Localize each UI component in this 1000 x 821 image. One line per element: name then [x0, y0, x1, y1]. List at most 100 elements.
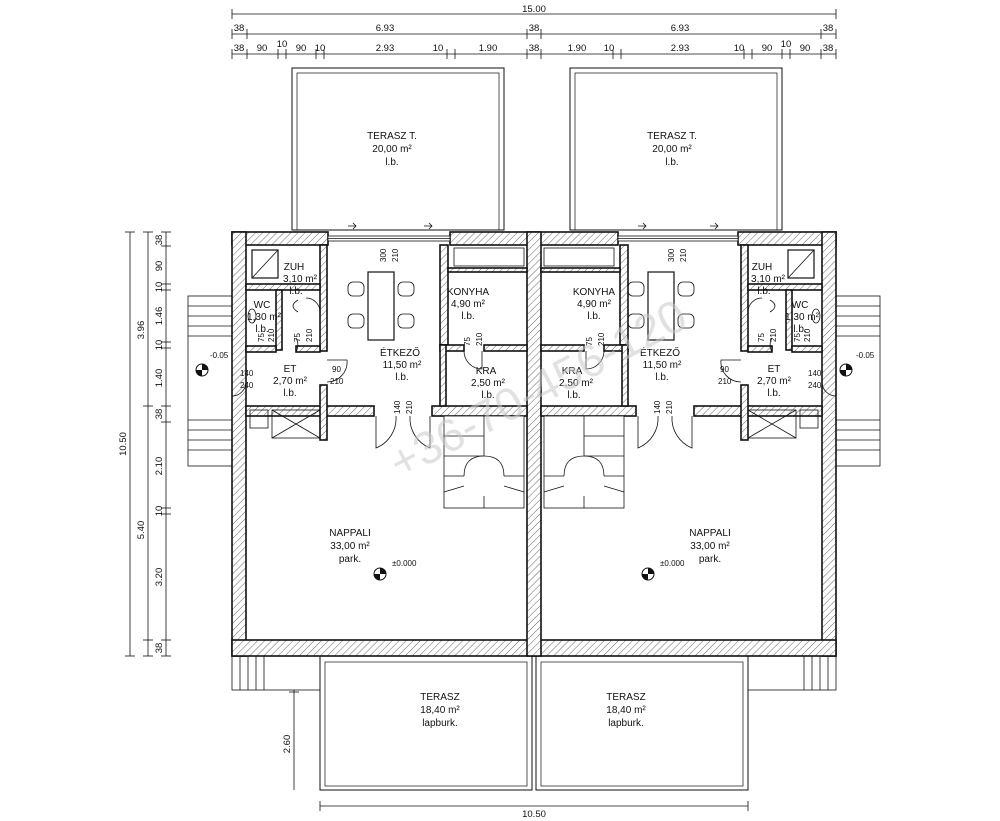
terrace-bottom-right	[535, 655, 837, 791]
room-floor: park.	[699, 554, 721, 565]
room-floor: l.b.	[757, 286, 770, 297]
dim-top-detail-15: 10	[781, 39, 792, 50]
room-name: KRA	[476, 366, 497, 377]
room-area: 1,30 m²	[785, 312, 820, 323]
room-name: NAPPALI	[329, 528, 371, 539]
room-terasz-top-right: TERASZ T. 20,00 m² l.b.	[647, 131, 697, 168]
dim-top-detail-9: 38	[529, 43, 540, 54]
room-nappali-left: NAPPALI 33,00 m² park.	[329, 528, 371, 565]
entry-steps-right	[835, 295, 881, 467]
interior-walls-right	[540, 244, 823, 441]
dim-bottom-total: 10.50	[522, 809, 546, 820]
opening-living-left-w: 140	[393, 400, 402, 414]
opening-wc-right-w: 75	[793, 333, 802, 342]
room-name: KRA	[562, 366, 583, 377]
dim-left-detail-2: 90	[154, 261, 165, 272]
room-kra-right: KRA 2,50 m² l.b.	[559, 366, 594, 401]
dim-left-detail-11: 38	[154, 643, 165, 654]
room-name: WC	[792, 300, 809, 311]
level-marker-entry-left: -0.05	[195, 351, 229, 377]
level-living-right: ±0.000	[660, 559, 685, 568]
room-floor: l.b.	[385, 157, 398, 168]
dim-left-detail-1: 38	[154, 235, 165, 246]
kitchen-counter-right	[543, 247, 615, 267]
dim-left-mid-1: 3.96	[136, 321, 147, 340]
opening-entry-right-h: 210	[718, 377, 732, 386]
opening-zuh-left-w: 75	[293, 333, 302, 342]
opening-kra-right-h: 210	[597, 332, 606, 346]
room-floor: lapburk.	[608, 718, 644, 729]
room-floor: l.b.	[793, 324, 806, 335]
room-kra-left: KRA 2,50 m² l.b.	[471, 366, 506, 401]
level-entry-right: -0.05	[856, 351, 875, 360]
room-etkezo-right: ÉTKEZŐ 11,50 m² l.b.	[640, 345, 682, 383]
opening-wc-right-h: 210	[803, 328, 812, 342]
dim-left-detail-5: 10	[154, 340, 165, 351]
dim-top-detail-17: 38	[823, 43, 834, 54]
room-area: 33,00 m²	[330, 541, 370, 552]
room-area: 2,50 m²	[559, 378, 594, 389]
wc-fixture-left	[247, 308, 257, 324]
room-konyha-right: KONYHA 4,90 m² l.b.	[573, 287, 616, 322]
opening-terrace-right-h: 210	[679, 248, 688, 262]
room-name: NAPPALI	[689, 528, 731, 539]
room-floor: l.b.	[767, 388, 780, 399]
dim-top-detail-12: 2.93	[671, 43, 690, 54]
dim-top-detail-6: 2.93	[376, 43, 395, 54]
dim-left-total: 10.50	[118, 432, 129, 456]
opening-wc-left-h: 210	[267, 328, 276, 342]
terrace-top-right	[569, 67, 783, 231]
opening-kra-right-w: 75	[585, 337, 594, 346]
room-area: 18,40 m²	[420, 705, 460, 716]
room-terasz-top-left: TERASZ T. 20,00 m² l.b.	[367, 131, 417, 168]
dim-top-detail-4: 90	[296, 43, 307, 54]
room-floor: l.b.	[255, 324, 268, 335]
room-area: 4,90 m²	[451, 299, 486, 310]
dim-top-detail-2: 90	[257, 43, 268, 54]
dim-top-detail-11: 10	[604, 43, 615, 54]
kitchen-counter-left	[453, 247, 525, 267]
room-terasz-bottom-right: TERASZ 18,40 m² lapburk.	[606, 692, 646, 729]
dim-left-detail-9: 10	[154, 506, 165, 517]
opening-window-right-w: 140	[808, 369, 822, 378]
opening-zuh-right-w: 75	[757, 333, 766, 342]
room-konyha-left: KONYHA 4,90 m² l.b.	[447, 287, 490, 322]
dim-left-detail-10: 3.20	[154, 568, 165, 587]
exterior-walls	[231, 231, 837, 657]
room-area: 11,50 m²	[383, 360, 422, 371]
dim-top-mid-1: 38	[234, 23, 245, 34]
room-area: 4,90 m²	[577, 299, 612, 310]
room-name: ET	[768, 364, 781, 375]
staircase-right	[543, 415, 625, 509]
room-area: 11,50 m²	[643, 360, 682, 371]
room-area: 3,10 m²	[283, 274, 318, 285]
staircase-left	[443, 415, 525, 509]
room-name: TERASZ T.	[647, 131, 697, 142]
dim-top-mid-4: 6.93	[671, 23, 690, 34]
opening-kra-left-w: 75	[463, 337, 472, 346]
entry-steps-left	[187, 295, 233, 467]
level-marker-living-left: ±0.000	[373, 559, 417, 581]
entry-cabinet-right	[747, 409, 819, 439]
opening-terrace-right-w: 300	[667, 248, 676, 262]
room-floor: l.b.	[567, 390, 580, 401]
opening-entry-left-w: 90	[332, 365, 341, 374]
opening-window-left-w: 140	[240, 369, 254, 378]
dim-top-mid-2: 6.93	[376, 23, 395, 34]
entry-cabinet-left	[249, 409, 321, 439]
level-marker-living-right: ±0.000	[641, 559, 685, 581]
room-floor: park.	[339, 554, 361, 565]
dim-top-mid-5: 38	[823, 23, 834, 34]
room-zuh-right: ZUH 3,10 m² l.b.	[751, 262, 786, 297]
room-et-left: ET 2,70 m² l.b.	[273, 364, 308, 399]
wc-fixture-right	[811, 308, 821, 324]
washbasin-right	[769, 299, 776, 313]
room-area: 2,50 m²	[471, 378, 506, 389]
dining-table-right	[627, 271, 695, 341]
opening-entry-right-w: 90	[720, 365, 729, 374]
room-floor: lapburk.	[422, 718, 458, 729]
opening-labels: 300 210 300 210 75 210 75 210 75 210 75 …	[240, 248, 822, 414]
left-dimensions: 10.50 3.96 5.40 2.60 38 90 10 1.46 10 1.…	[118, 231, 299, 790]
opening-living-left-h: 210	[405, 400, 414, 414]
